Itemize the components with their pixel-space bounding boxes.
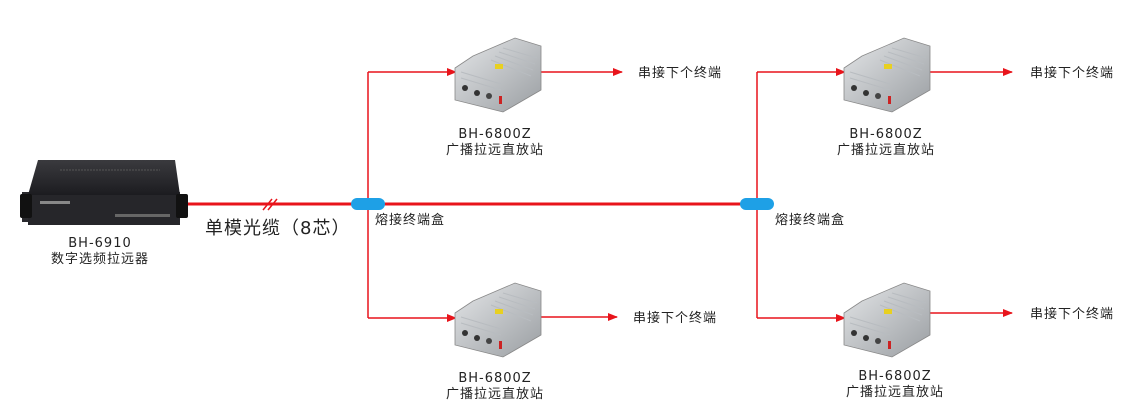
splice-box-1-label: 熔接终端盒 (375, 212, 445, 228)
remote-unit-2-model: BH-6800Z (849, 127, 922, 142)
remote-unit-3-model: BH-6800Z (458, 371, 531, 386)
remote-unit-1-device (454, 37, 542, 113)
remote-unit-1-name: 广播拉远直放站 (446, 143, 544, 158)
head-unit-name: 数字选频拉远器 (51, 252, 149, 267)
splice-box-1 (351, 198, 385, 210)
remote-unit-2-name: 广播拉远直放站 (837, 143, 935, 158)
branch-lines (367, 68, 1013, 322)
remote-unit-4-device (843, 282, 931, 358)
remote-unit-1-next: 串接下个终端 (638, 65, 722, 81)
head-unit-model: BH-6910 (68, 236, 131, 251)
remote-unit-3-device (454, 282, 542, 358)
head-unit-device (20, 160, 188, 225)
remote-unit-3-name: 广播拉远直放站 (446, 387, 544, 402)
remote-unit-4-name: 广播拉远直放站 (846, 385, 944, 400)
splice-box-2-label: 熔接终端盒 (775, 212, 845, 228)
remote-unit-4-model: BH-6800Z (858, 369, 931, 384)
remote-unit-2-device (843, 37, 931, 113)
remote-unit-1-model: BH-6800Z (458, 127, 531, 142)
splice-box-2 (740, 198, 774, 210)
remote-unit-3-next: 串接下个终端 (633, 310, 717, 326)
cable-label: 单模光缆（8芯） (205, 218, 350, 239)
cable-hash-mark (262, 198, 278, 211)
remote-unit-2-next: 串接下个终端 (1030, 65, 1114, 81)
remote-unit-4-next: 串接下个终端 (1030, 306, 1114, 322)
